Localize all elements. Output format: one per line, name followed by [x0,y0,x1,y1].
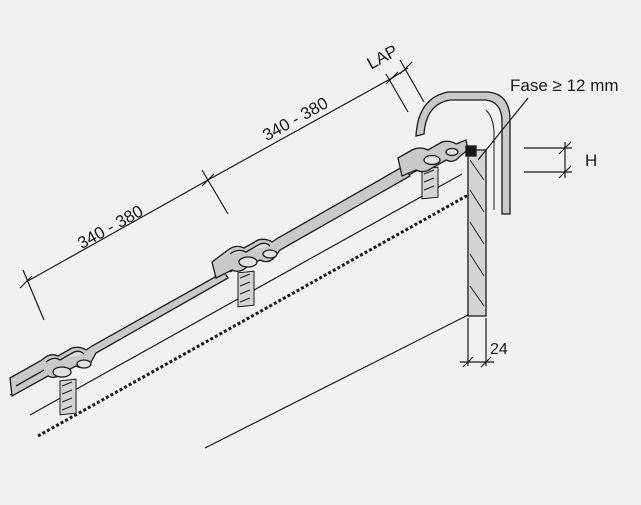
ridge-batten [465,145,477,157]
batten [237,270,255,308]
lap-label: LAP [364,41,401,73]
height-label: H [585,151,597,170]
dimension-label-upper: 340 - 380 [259,93,331,144]
roof-tile-lower [9,271,229,398]
underlay-membrane [37,192,471,438]
ridge-assembly [415,91,511,317]
dimension-upper [207,71,409,181]
rafter-line [204,314,469,449]
chamfer-leader [477,97,529,161]
dimension-height [524,141,572,179]
width-label: 24 [490,341,508,358]
dimension-label-lower: 340 - 380 [74,201,146,252]
ridge-cap [415,91,511,215]
dimension-lower [19,169,229,321]
roof-tile-middle [211,165,411,279]
roof-tiles [9,139,469,398]
batten [59,378,77,416]
dimension-lap [391,59,425,103]
dimension-width [460,318,494,368]
chamfer-label: Fase ≥ 12 mm [510,76,619,95]
battens [59,166,439,416]
